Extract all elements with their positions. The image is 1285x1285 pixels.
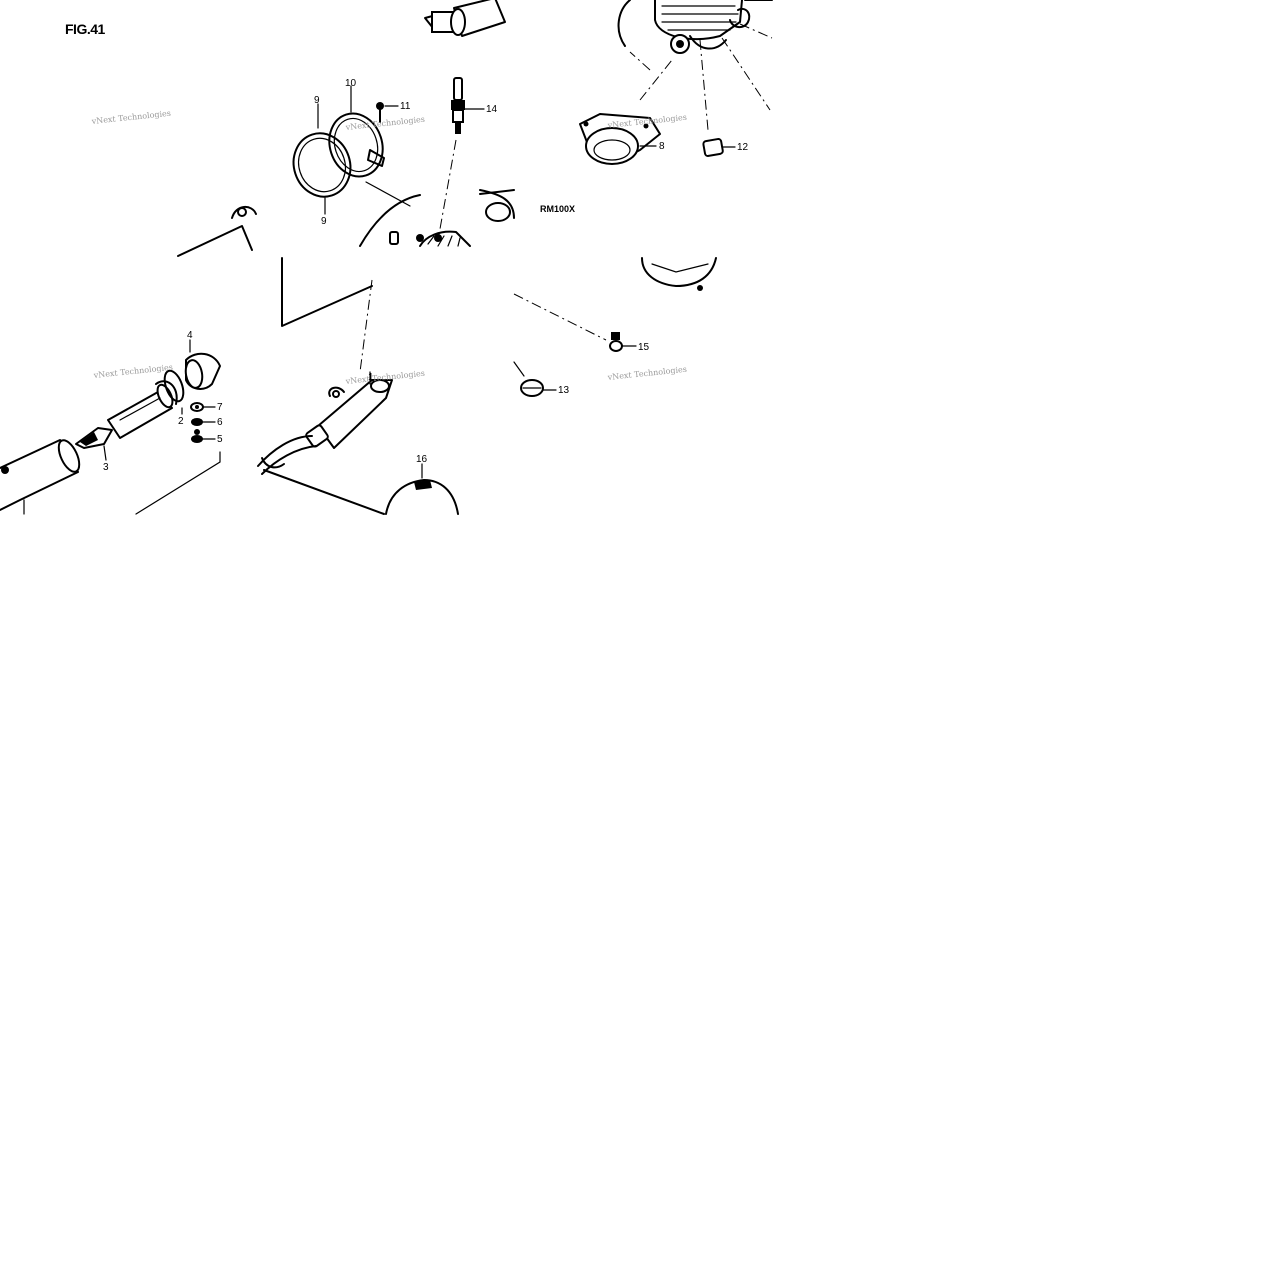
watermark-text: vNext Technologies — [606, 365, 687, 382]
watermark-text: vNext Technologies — [344, 115, 425, 132]
callout-9a: 9 — [314, 95, 320, 106]
callout-12: 12 — [737, 142, 749, 153]
callout-15: 15 — [638, 342, 650, 353]
cylinder-head-assembly — [617, 0, 773, 131]
part-8-flange: 8 — [579, 113, 665, 165]
part-4-cap: 4 — [184, 330, 221, 390]
part-16-clamp: 16 — [261, 454, 459, 515]
watermark-text: vNext Technologies — [92, 363, 173, 380]
callout-8: 8 — [659, 141, 665, 152]
watermark-text: vNext Technologies — [90, 109, 171, 126]
part-15-bolt: 15 — [513, 293, 650, 353]
part-6-washer: 6 — [191, 417, 223, 428]
part-10-clamp-band: 10 — [328, 78, 385, 178]
connector-plug-top — [424, 0, 506, 37]
callout-10: 10 — [345, 78, 357, 89]
part-1-connector: 1 — [257, 371, 393, 475]
callout-11: 11 — [400, 101, 411, 112]
callout-6: 6 — [217, 417, 223, 428]
model-label: RM100X — [540, 204, 575, 214]
part-12-block: 12 — [702, 138, 749, 157]
callout-1: 1 — [368, 372, 374, 383]
callout-3: 3 — [103, 462, 109, 473]
callout-7: 7 — [217, 402, 223, 413]
ring-seal — [163, 369, 185, 403]
callout-5: 5 — [217, 434, 223, 445]
callout-14: 14 — [486, 104, 498, 115]
part-13-cap: 13 — [513, 361, 570, 397]
callout-13: 13 — [558, 385, 570, 396]
part-11-screw: 11 — [376, 101, 411, 123]
callout-4: 4 — [187, 330, 193, 341]
callout-16: 16 — [416, 454, 428, 465]
callout-2: 2 — [178, 416, 184, 427]
part-5-screw: 5 — [191, 429, 223, 445]
callout-9b: 9 — [321, 216, 327, 227]
part-7-nut: 7 — [190, 402, 223, 413]
part-9-clamp-band: 9 9 — [292, 95, 352, 227]
cylinder-body — [359, 181, 515, 247]
center-frame-lines — [281, 257, 373, 373]
figure-title: FIG.41 — [65, 21, 106, 37]
carburetor-body — [0, 439, 221, 515]
cylinder-head-cover — [641, 257, 717, 291]
part-14-spark-plug: 14 — [437, 77, 498, 241]
exhaust-stub-left — [177, 206, 257, 257]
part-3-needle: 3 — [75, 427, 113, 473]
part-2-body-sleeve: 2 — [107, 380, 184, 439]
